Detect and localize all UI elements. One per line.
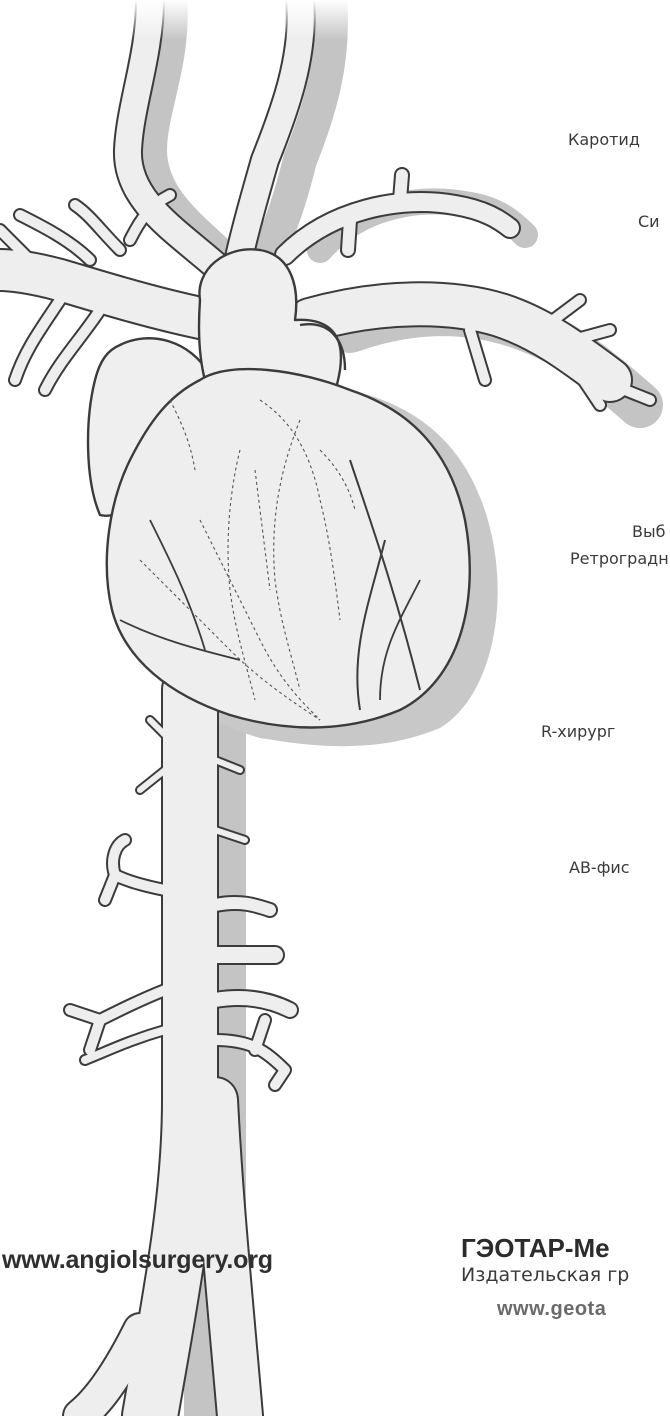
publisher-subtitle: Издательская гр (461, 1264, 629, 1286)
label-carotid: Каротид (568, 130, 640, 149)
label-retrograde: Ретроградн (570, 549, 669, 568)
label-av-fistula: АВ-фис (569, 858, 630, 877)
website-link-angiolsurgery[interactable]: www.angiolsurgery.org (2, 1246, 273, 1275)
publisher-name: ГЭОТАР-Ме (461, 1233, 610, 1264)
website-link-geotar[interactable]: www.geota (497, 1298, 606, 1321)
label-r-surgery: R-хирург (541, 722, 615, 741)
top-fade (0, 0, 670, 40)
label-vyb: Выб (632, 522, 665, 541)
label-syn: Си (638, 212, 660, 231)
